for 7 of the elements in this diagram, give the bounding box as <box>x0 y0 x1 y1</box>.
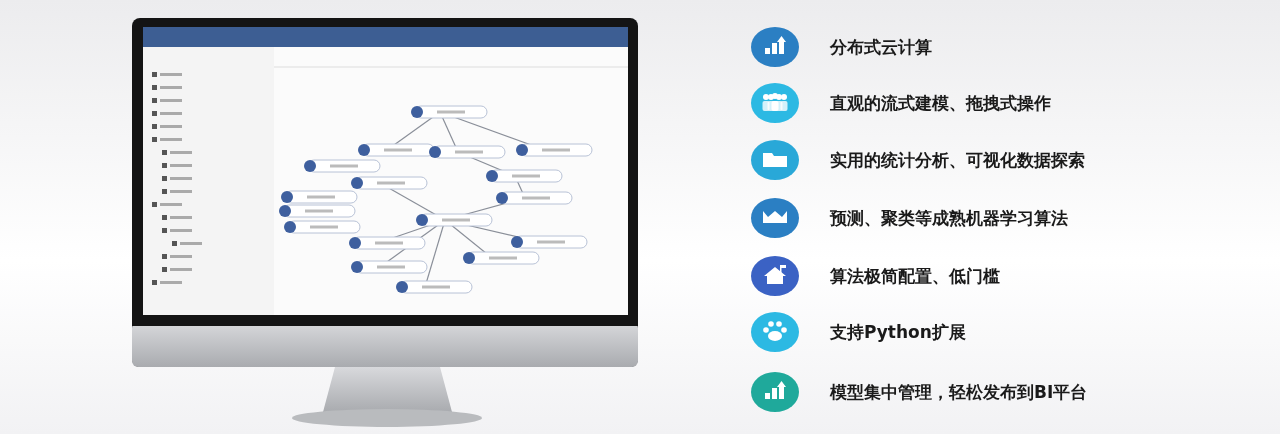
feature-text: 直观的流式建模、拖拽式操作 <box>830 92 1051 114</box>
feature-text: 支持Python扩展 <box>830 321 966 343</box>
feature-text: 算法极简配置、低门槛 <box>830 265 1000 287</box>
feature-text: 实用的统计分析、可视化数据探索 <box>830 149 1085 171</box>
feature-text: 模型集中管理，轻松发布到BI平台 <box>830 381 1088 403</box>
feature-text: 分布式云计算 <box>830 36 932 58</box>
feature-text: 预测、聚类等成熟机器学习算法 <box>830 207 1068 229</box>
